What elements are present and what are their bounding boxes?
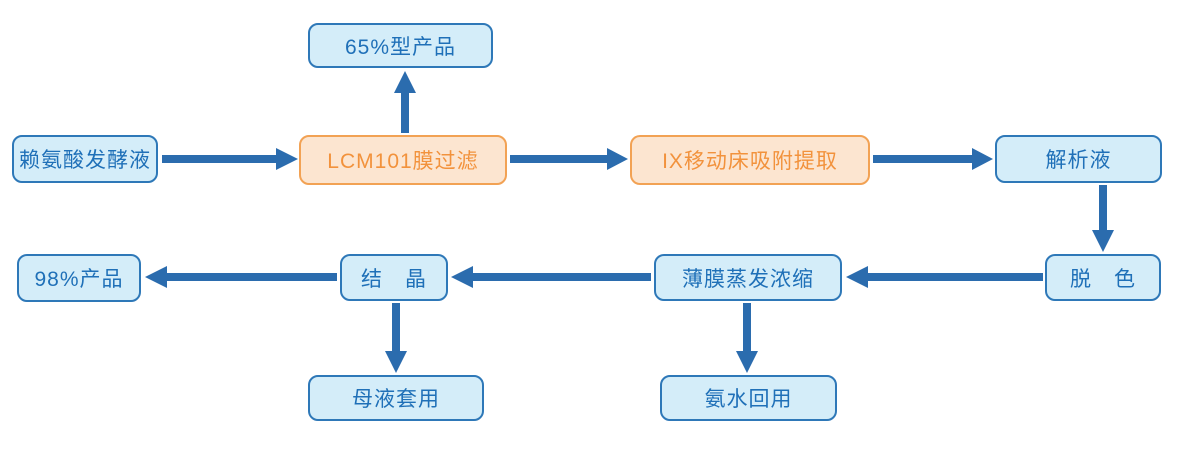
node-label: IX移动床吸附提取	[662, 150, 838, 173]
node-98-percent-product: 98%产品	[17, 254, 141, 302]
arrow-ix-to-desorption	[873, 148, 993, 170]
node-decolorization: 脱 色	[1045, 254, 1161, 301]
node-label: 脱 色	[1070, 267, 1136, 291]
arrow-evaporation-to-crystallization	[451, 266, 651, 288]
node-label: 氨水回用	[704, 388, 793, 411]
arrow-decolor-to-evaporation	[846, 266, 1043, 288]
node-label: 薄膜蒸发浓缩	[682, 267, 814, 291]
arrow-feed-to-membrane	[162, 148, 298, 170]
arrow-membrane-to-ix	[510, 148, 628, 170]
node-ix-moving-bed-adsorption: IX移动床吸附提取	[630, 135, 870, 185]
node-crystallization: 结 晶	[340, 254, 448, 301]
node-label: 解析液	[1045, 149, 1112, 172]
node-lysine-fermentation-broth: 赖氨酸发酵液	[12, 135, 158, 183]
node-label: 赖氨酸发酵液	[19, 149, 151, 172]
arrow-crystallization-to-mother-liquor	[385, 303, 407, 373]
arrow-membrane-to-product65	[394, 71, 416, 133]
node-desorption-liquid: 解析液	[995, 135, 1162, 183]
node-label: 结 晶	[361, 267, 427, 291]
node-label: 母液套用	[352, 388, 440, 411]
node-65-percent-product: 65%型产品	[308, 23, 493, 68]
node-thin-film-evaporation: 薄膜蒸发浓缩	[654, 254, 842, 301]
node-ammonia-water-recycle: 氨水回用	[660, 375, 837, 421]
node-lcm101-membrane-filtration: LCM101膜过滤	[299, 135, 507, 185]
arrow-evaporation-to-ammonia	[736, 303, 758, 373]
node-label: 65%型产品	[344, 35, 457, 59]
node-mother-liquor-reuse: 母液套用	[308, 375, 484, 421]
arrow-crystallization-to-product98	[145, 266, 337, 288]
node-label: 98%产品	[34, 268, 124, 291]
node-label: LCM101膜过滤	[327, 150, 479, 173]
arrow-desorption-to-decolor	[1092, 185, 1114, 252]
